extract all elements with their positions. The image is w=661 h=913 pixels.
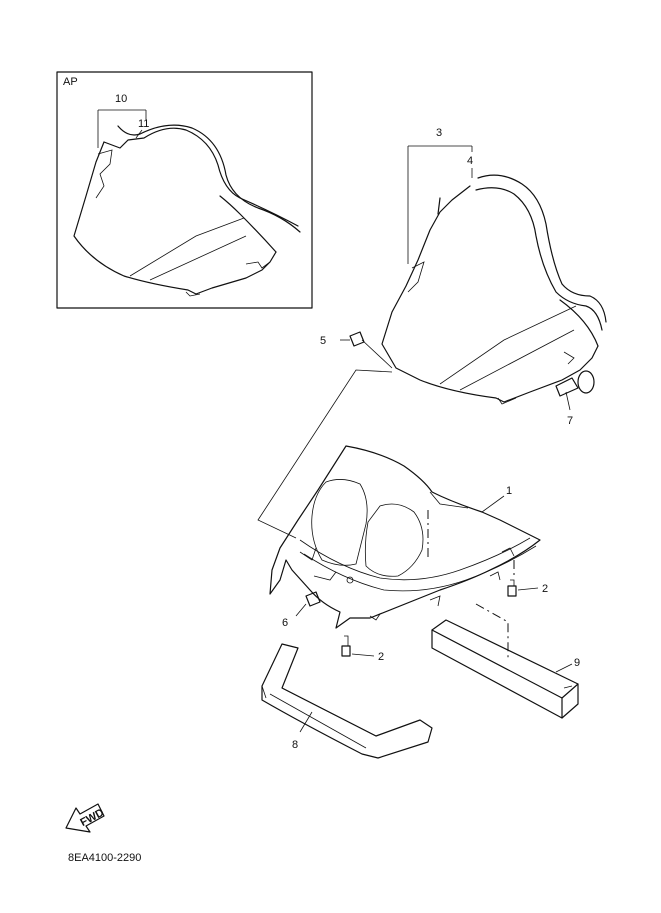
bolt-2-right: 2 [507, 579, 548, 597]
callout-1-label: 1 [506, 485, 512, 497]
callout-10: 10 [97, 93, 147, 148]
callout-5-label: 5 [320, 335, 326, 347]
callout-11-label: 11 [138, 118, 149, 130]
bolt-2-bottom: 2 [341, 635, 384, 663]
callout-4-label: 4 [467, 155, 473, 167]
fwd-arrow-icon: FWD [65, 803, 106, 833]
callout-3: 3 [407, 127, 473, 264]
seal-9: 9 [431, 619, 580, 719]
callout-8-label: 8 [292, 739, 298, 751]
callout-6-label: 6 [282, 617, 288, 629]
seal-8: 8 [261, 643, 433, 759]
inset-ap: AP 10 11 [56, 71, 313, 309]
callout-2a-label: 2 [542, 583, 548, 595]
callout-9-label: 9 [574, 657, 580, 669]
callout-1: 1 [481, 485, 512, 513]
fwd-label: FWD [78, 807, 106, 829]
cowl-1 [269, 445, 541, 629]
windshield [381, 174, 607, 405]
callout-2b-label: 2 [378, 651, 384, 663]
diagram-code: 8EA4100-2290 [68, 852, 141, 864]
callout-11: 11 [135, 118, 149, 139]
inset-label: AP [63, 76, 78, 88]
callout-10-label: 10 [115, 93, 127, 105]
centerline-b [475, 603, 509, 660]
screw-5: 5 [320, 331, 393, 369]
callout-3-label: 3 [436, 127, 442, 139]
inset-frame [56, 71, 313, 309]
knob-7: 7 [555, 370, 595, 427]
callout-4: 4 [467, 155, 473, 178]
inset-windshield [73, 124, 301, 297]
callout-7-label: 7 [567, 415, 573, 427]
grommet-6: 6 [282, 591, 321, 629]
leader-windshield-to-cowl [257, 369, 393, 539]
